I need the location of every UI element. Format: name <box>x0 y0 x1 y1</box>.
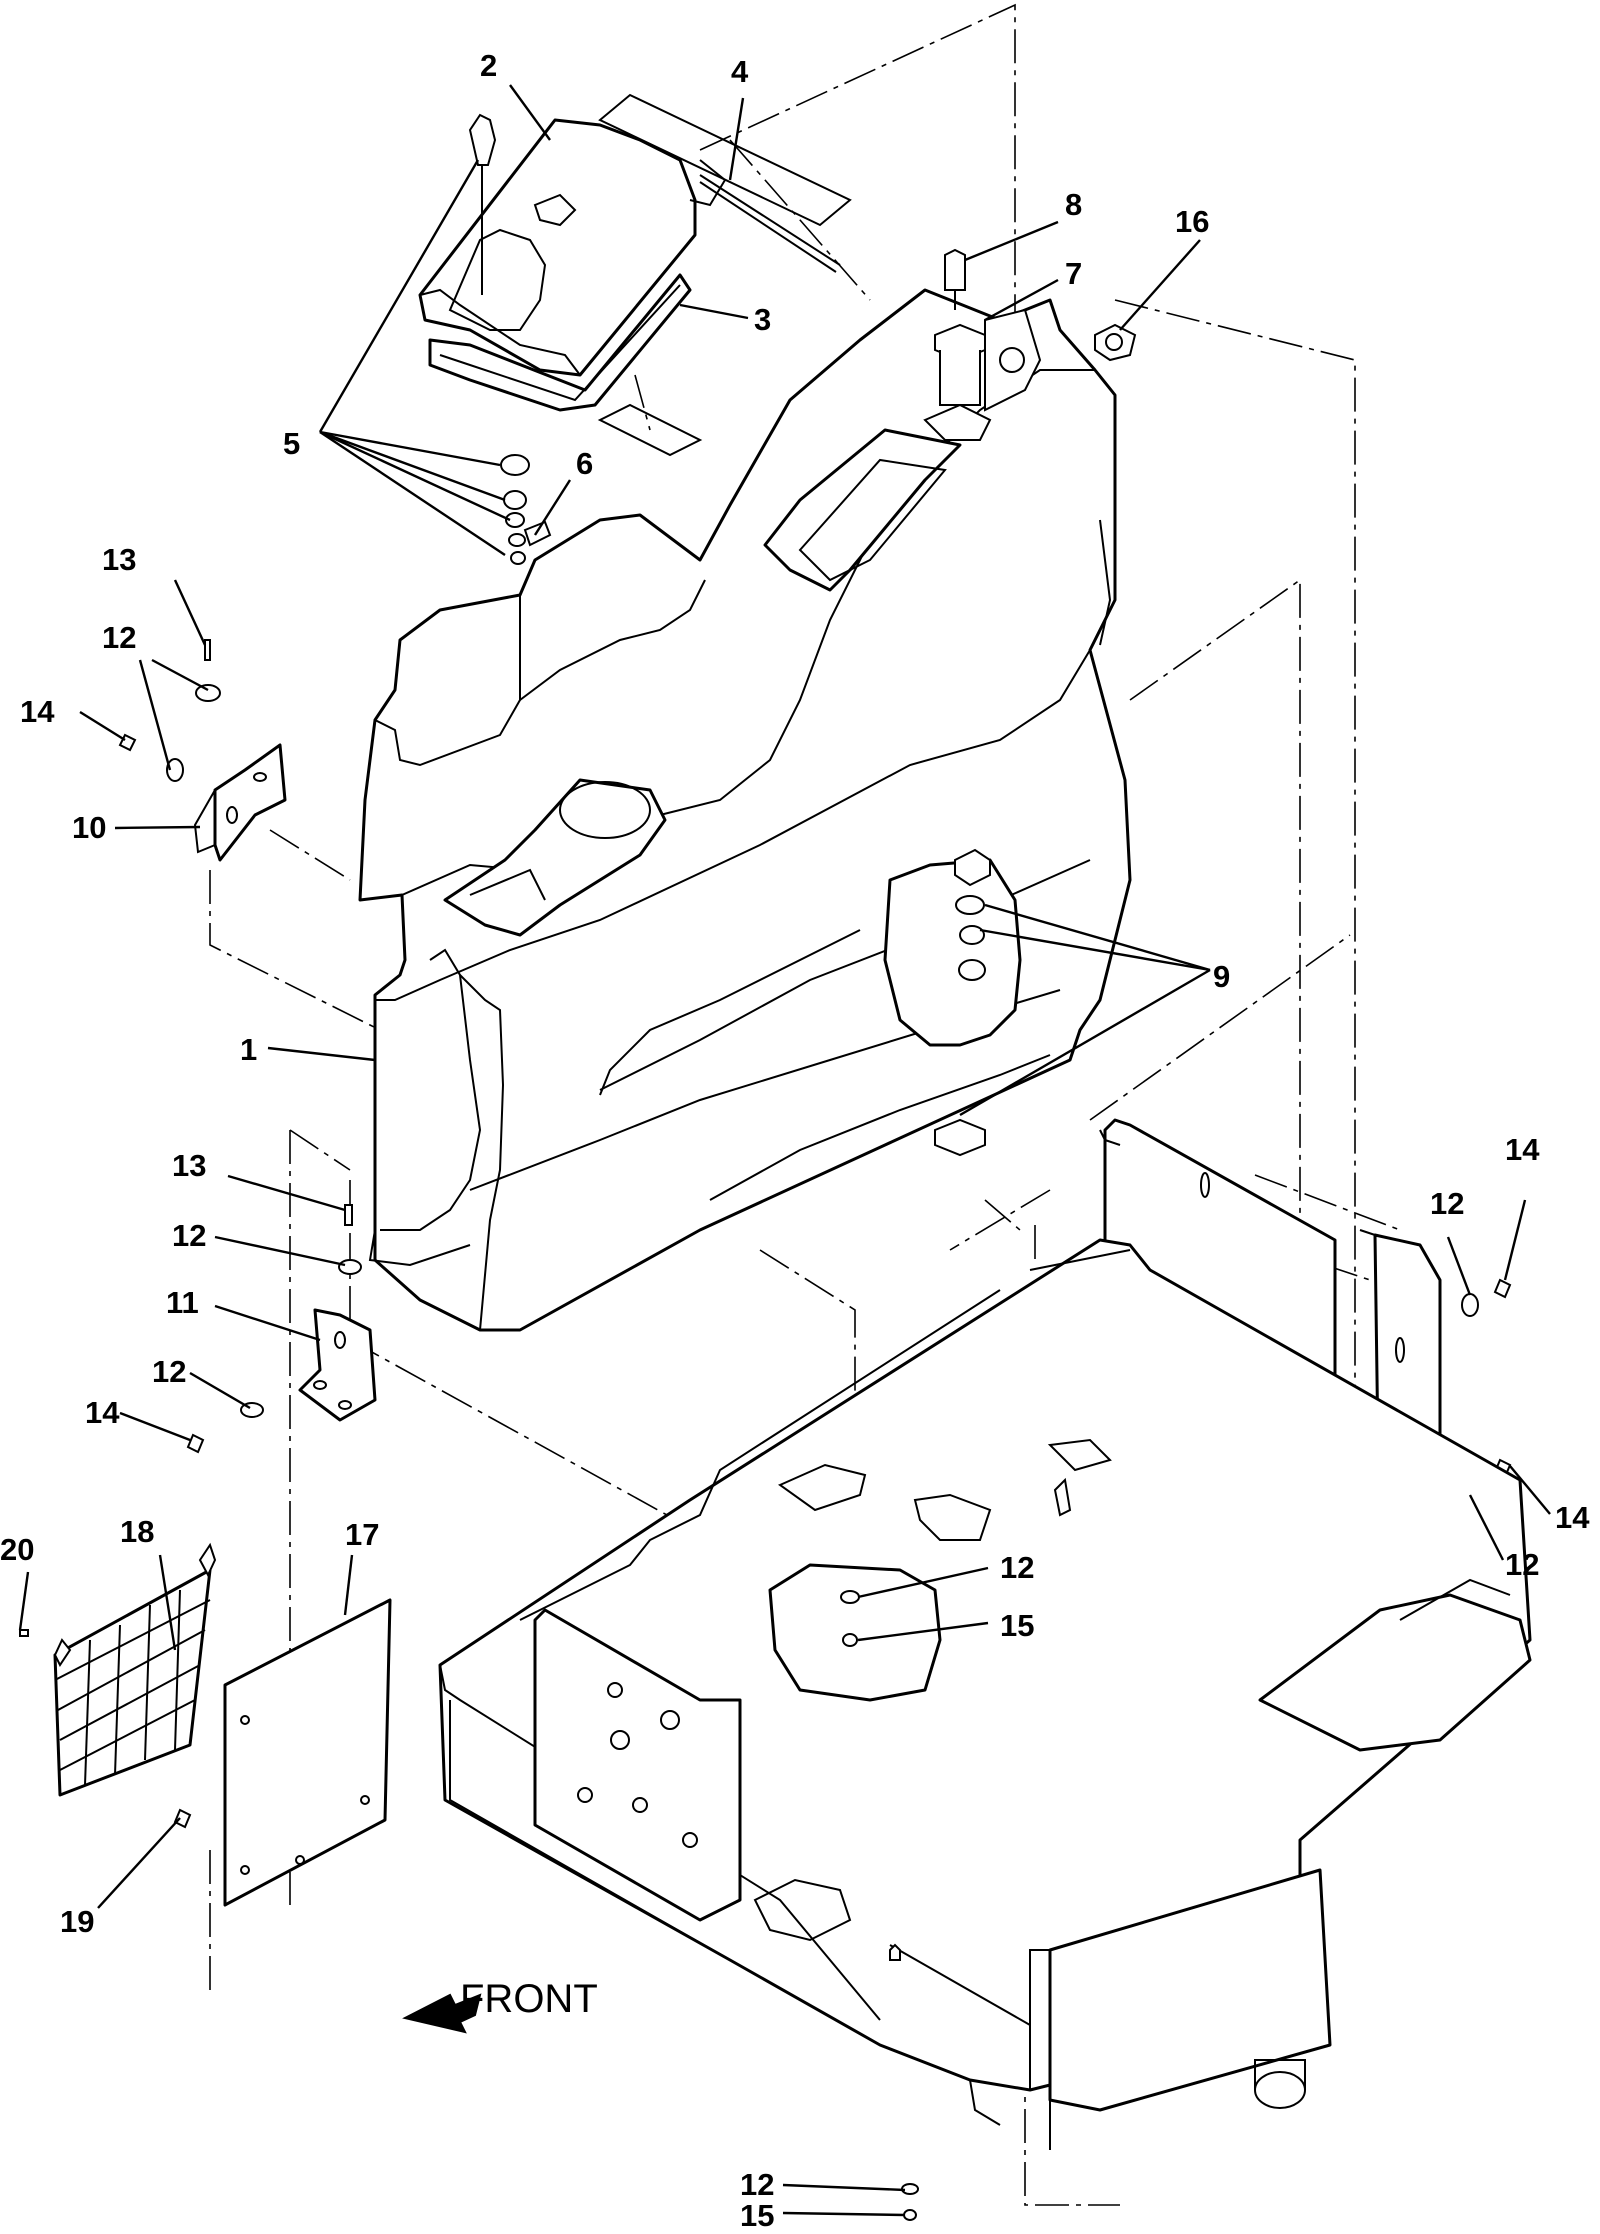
callout-20: 20 <box>0 1532 34 1567</box>
filler-parts <box>923 248 1137 441</box>
callout-5: 5 <box>283 426 300 461</box>
callout-15: 15 <box>740 2198 774 2233</box>
callout-16: 16 <box>1175 204 1209 239</box>
callout-17: 17 <box>345 1517 379 1552</box>
callout-10: 10 <box>72 810 106 845</box>
callout-1: 1 <box>240 1032 257 1067</box>
front-direction-arrow <box>402 1993 482 2034</box>
callout-12: 12 <box>1000 1550 1034 1585</box>
console-housing <box>358 288 1132 1332</box>
callout-7: 7 <box>1065 256 1082 291</box>
callout-14: 14 <box>20 694 55 729</box>
callout-13: 13 <box>102 542 136 577</box>
callout-12: 12 <box>1505 1547 1539 1582</box>
storage-net <box>19 1542 392 1907</box>
callout-3: 3 <box>754 302 771 337</box>
callout-15: 15 <box>1000 1608 1034 1643</box>
callout-12: 12 <box>740 2167 774 2202</box>
callout-18: 18 <box>120 1514 154 1549</box>
callout-14: 14 <box>1555 1500 1590 1535</box>
callout-12: 12 <box>172 1218 206 1253</box>
callout-19: 19 <box>60 1904 94 1939</box>
callout-12: 12 <box>102 620 136 655</box>
cover-hardware <box>500 454 552 565</box>
leader-lines <box>18 84 1551 2217</box>
callout-labels: 2 4 8 16 7 3 5 6 13 12 14 10 9 1 13 12 1… <box>0 48 1590 2233</box>
callout-13: 13 <box>172 1148 206 1183</box>
callout-2: 2 <box>480 48 497 83</box>
callout-9: 9 <box>1213 959 1230 994</box>
callout-14: 14 <box>1505 1132 1540 1167</box>
callout-14: 14 <box>85 1395 120 1430</box>
callout-4: 4 <box>731 54 749 89</box>
bracket-left-lower <box>186 1204 377 1454</box>
bracket-left-upper <box>118 639 287 862</box>
callout-6: 6 <box>576 446 593 481</box>
callout-12: 12 <box>152 1354 186 1389</box>
callout-11: 11 <box>166 1285 199 1320</box>
callout-12: 12 <box>1430 1186 1464 1221</box>
chassis-frame <box>438 848 1532 2221</box>
top-cover-assembly <box>418 93 852 457</box>
callout-8: 8 <box>1065 187 1082 222</box>
front-label: FRONT <box>460 1977 598 2021</box>
